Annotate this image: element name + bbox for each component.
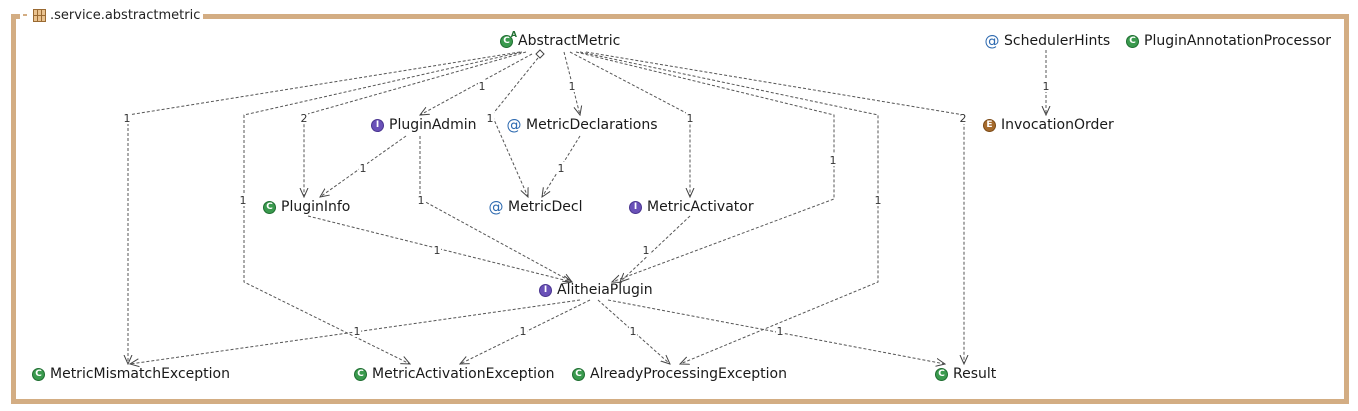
class-icon: C: [32, 367, 45, 381]
tab-dash: [23, 14, 27, 16]
edge-multiplicity-label: 1: [875, 194, 882, 207]
node-label: AbstractMetric: [518, 33, 621, 49]
abstract-class-icon: C: [500, 31, 517, 48]
node-metric-declarations[interactable]: @ MetricDeclarations: [507, 117, 658, 133]
edge-label-background: [519, 325, 527, 337]
edge-multiplicity-label: 1: [830, 154, 837, 167]
node-alitheia-plugin[interactable]: I AlitheiaPlugin: [539, 282, 653, 298]
edge-multiplicity-label: 1: [630, 325, 637, 338]
class-icon: C: [1126, 34, 1139, 48]
edge-multiplicity-label: 1: [418, 194, 425, 207]
node-label: Result: [953, 366, 997, 382]
edge-multiplicity-label: 1: [124, 112, 131, 125]
dependency-edge: [579, 51, 879, 364]
edge-multiplicity-label: 1: [240, 194, 247, 207]
dependency-edge: [420, 53, 533, 115]
edge-label-background: [359, 162, 367, 174]
node-label: AlreadyProcessingException: [590, 366, 787, 382]
edge-multiplicity-label: 1: [354, 325, 361, 338]
annotation-icon: @: [488, 197, 504, 216]
node-label: MetricDecl: [508, 199, 583, 215]
node-plugin-admin[interactable]: I PluginAdmin: [371, 117, 476, 133]
edge-multiplicity-label: 1: [487, 112, 494, 125]
interface-icon: I: [629, 200, 642, 214]
edge-label-background: [478, 80, 486, 92]
annotation-icon: @: [984, 31, 1000, 50]
edge-label-background: [829, 154, 837, 166]
interface-icon: I: [371, 118, 384, 132]
edge-label-background: [874, 194, 882, 206]
edge-multiplicity-label: 1: [1043, 80, 1050, 93]
edge-label-background: [1042, 80, 1050, 92]
node-label: PluginInfo: [281, 199, 351, 215]
dependency-edge: [491, 57, 539, 197]
edge-multiplicity-label: 2: [301, 112, 308, 125]
edge-label-background: [557, 162, 565, 174]
node-label: InvocationOrder: [1001, 117, 1114, 133]
edge-multiplicity-label: 1: [777, 325, 784, 338]
edge-multiplicity-label: 1: [687, 112, 694, 125]
edge-multiplicity-label: 1: [360, 162, 367, 175]
node-metric-activation-exception[interactable]: C MetricActivationException: [354, 366, 555, 382]
edge-label-background: [433, 244, 441, 256]
node-label: MetricDeclarations: [526, 117, 658, 133]
node-invocation-order[interactable]: E InvocationOrder: [983, 117, 1114, 133]
node-plugin-annotation-processor[interactable]: C PluginAnnotationProcessor: [1126, 33, 1331, 49]
node-label: AlitheiaPlugin: [557, 282, 653, 298]
edge-multiplicity-label: 1: [569, 80, 576, 93]
enum-icon: E: [983, 118, 996, 132]
dependency-edge: [597, 299, 670, 364]
annotation-icon: @: [506, 115, 522, 134]
node-abstract-metric[interactable]: C AbstractMetric: [500, 31, 621, 49]
node-already-processing-exception[interactable]: C AlreadyProcessingException: [572, 366, 787, 382]
node-label: MetricMismatchException: [50, 366, 230, 382]
package-title: .service.abstractmetric: [50, 7, 201, 23]
edge-label-background: [417, 194, 425, 206]
edge-multiplicity-label: 1: [434, 244, 441, 257]
edge-label-background: [959, 112, 967, 124]
node-plugin-info[interactable]: C PluginInfo: [263, 199, 350, 215]
edge-label-background: [353, 325, 361, 337]
package-icon: [33, 8, 46, 22]
class-icon: C: [354, 367, 367, 381]
edge-label-background: [300, 112, 308, 124]
interface-icon: I: [539, 283, 552, 297]
aggregation-diamond: [535, 49, 545, 59]
node-metric-activator[interactable]: I MetricActivator: [629, 199, 754, 215]
node-label: MetricActivator: [647, 199, 754, 215]
node-label: PluginAnnotationProcessor: [1144, 33, 1332, 49]
node-metric-mismatch-exception[interactable]: C MetricMismatchException: [32, 366, 230, 382]
package-tab[interactable]: .service.abstractmetric: [20, 6, 204, 24]
class-icon: C: [263, 200, 276, 214]
edge-label-background: [776, 325, 784, 337]
class-icon: C: [935, 367, 948, 381]
dependency-edge: [243, 51, 523, 364]
edge-label-background: [568, 80, 576, 92]
edge-multiplicity-label: 2: [960, 112, 967, 125]
edge-label-background: [642, 244, 650, 256]
edge-label-background: [686, 112, 694, 124]
node-label: MetricActivationException: [372, 366, 555, 382]
node-label: SchedulerHints: [1004, 33, 1111, 49]
dependency-edge: [620, 215, 691, 282]
edge-multiplicity-label: 1: [520, 325, 527, 338]
edge-label-background: [486, 112, 494, 124]
class-icon: C: [572, 367, 585, 381]
package-frame: [11, 14, 1349, 404]
edge-label-background: [123, 112, 131, 124]
node-label: PluginAdmin: [389, 117, 477, 133]
edge-label-background: [629, 325, 637, 337]
node-result[interactable]: C Result: [935, 366, 996, 382]
node-scheduler-hints[interactable]: @ SchedulerHints: [984, 31, 1111, 50]
dependency-edge: [585, 51, 964, 364]
edge-multiplicity-label: 1: [479, 80, 486, 93]
edge-multiplicity-label: 1: [558, 162, 565, 175]
edge-label-background: [239, 194, 247, 206]
edge-multiplicity-label: 1: [643, 244, 650, 257]
node-metric-decl[interactable]: @ MetricDecl: [489, 199, 583, 215]
